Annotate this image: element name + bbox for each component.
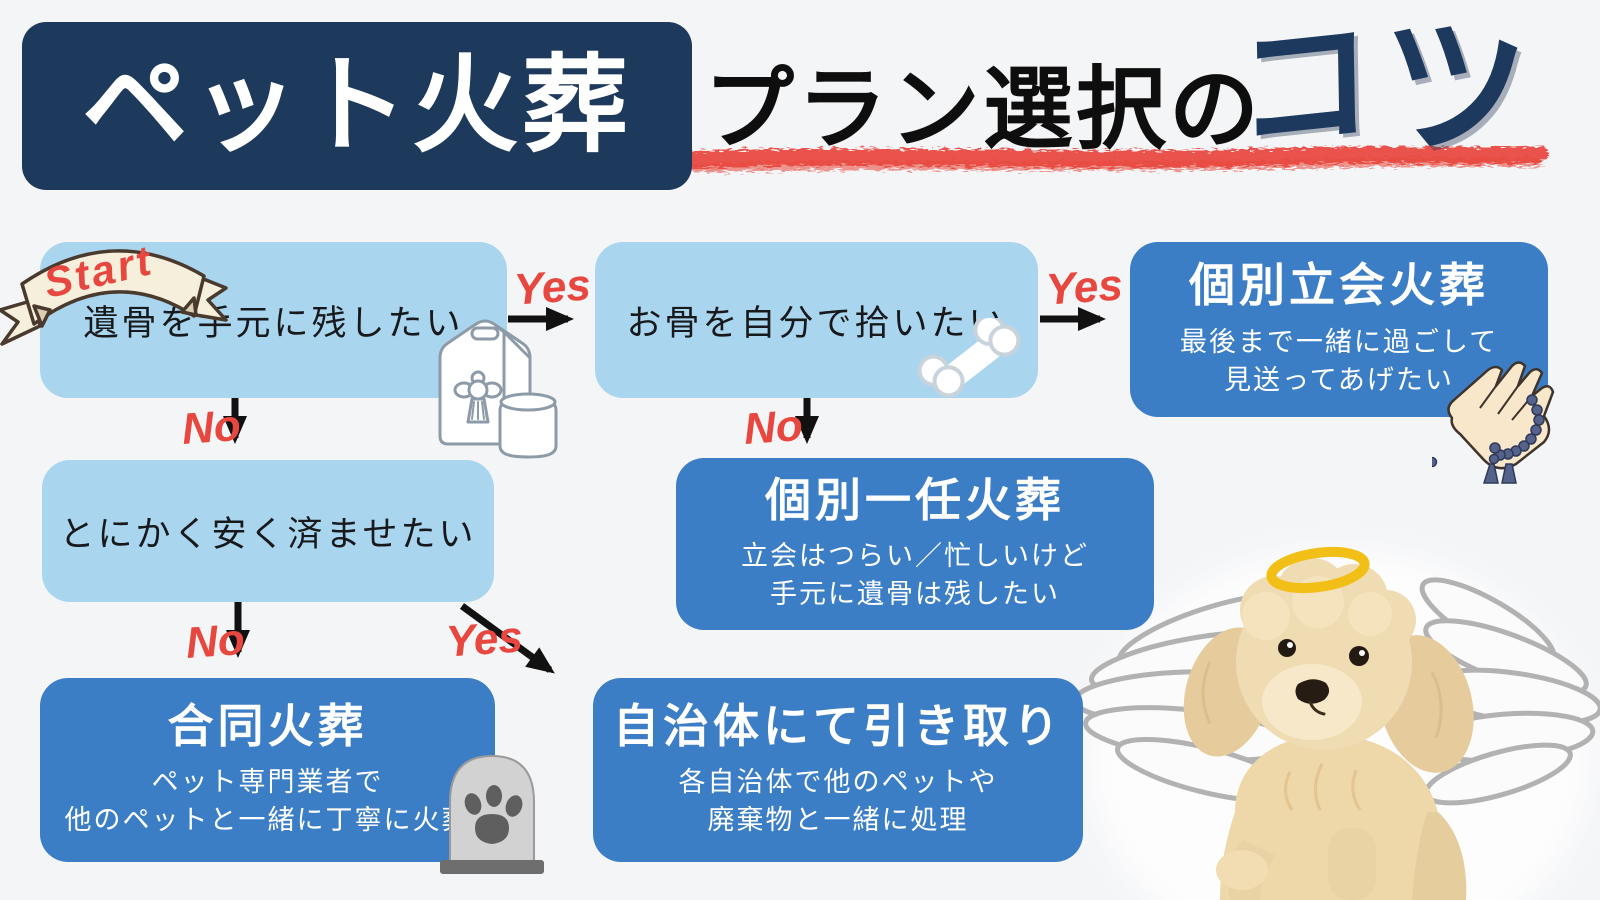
result-description: 最後まで一緒に過ごして 見送ってあげたい — [1180, 323, 1498, 399]
dog-body — [1216, 735, 1467, 900]
title-subtitle: プラン選択の — [704, 60, 1262, 160]
result-title: 自治体にて引き取り — [613, 699, 1063, 752]
edge-label-no: No — [184, 615, 247, 668]
result-description: 立会はつらい／忙しいけど 手元に遺骨は残したい — [741, 537, 1089, 613]
red-crayon-underline — [683, 145, 1549, 173]
result-box-joint-cremation: 合同火葬 ペット専門業者で 他のペットと一緒に丁寧に火葬 — [40, 678, 495, 862]
edge-label-no: No — [742, 401, 805, 454]
edge-label-yes: Yes — [444, 612, 525, 667]
result-title: 合同火葬 — [167, 699, 368, 752]
result-description: ペット専門業者で 他のペットと一緒に丁寧に火葬 — [65, 763, 471, 839]
result-desc-line: 手元に遺骨は残したい — [770, 579, 1060, 610]
halo-icon — [1266, 546, 1370, 594]
title-accent: コ ツ — [1235, 0, 1530, 187]
result-box-municipal-pickup: 自治体にて引き取り 各自治体で他のペットや 廃棄物と一緒に処理 — [593, 678, 1083, 862]
result-title: 個別立会火葬 — [1189, 259, 1489, 312]
bone-icon — [917, 318, 1021, 398]
accent-char-tsu: ツ — [1382, 0, 1530, 187]
result-box-private-entrusted-cremation: 個別一任火葬 立会はつらい／忙しいけど 手元に遺骨は残したい — [676, 458, 1154, 630]
question-box-keep-remains: 遺骨を手元に残したい — [40, 242, 507, 398]
start-ribbon-icon: Start — [0, 236, 228, 346]
edge-label-no: No — [180, 401, 243, 454]
result-desc-line: 見送ってあげたい — [1224, 364, 1454, 395]
result-desc-line: 最後まで一緒に過ごして — [1179, 326, 1499, 357]
result-desc-line: ペット専門業者で — [151, 767, 384, 798]
result-desc-line: 廃棄物と一緒に処理 — [707, 805, 969, 836]
prayer-hands-beads-icon — [1432, 361, 1555, 484]
question-text: お骨を自分で拾いたい — [626, 303, 1007, 343]
result-description: 各自治体で他のペットや 廃棄物と一緒に処理 — [679, 763, 998, 839]
urn-icon — [438, 319, 558, 459]
result-desc-line: 各自治体で他のペットや — [678, 767, 998, 798]
edge-label-yes: Yes — [1044, 260, 1125, 315]
paw-gravestone-icon — [440, 754, 544, 874]
result-desc-line: 立会はつらい／忙しいけど — [741, 541, 1089, 572]
title-main: ペット火葬 — [82, 47, 632, 165]
question-box-cheapest: とにかく安く済ませたい — [42, 460, 494, 602]
start-label: Start — [39, 236, 157, 307]
accent-char-ko: コ — [1234, 2, 1375, 172]
angel-dog-image — [1072, 546, 1600, 900]
dog-head — [1183, 558, 1474, 773]
question-text: 遺骨を手元に残したい — [83, 303, 464, 343]
result-title: 個別一任火葬 — [765, 473, 1065, 526]
result-desc-line: 他のペットと一緒に丁寧に火葬 — [64, 805, 471, 836]
title-badge: ペット火葬 — [22, 22, 692, 190]
question-text: とにかく安く済ませたい — [59, 514, 477, 554]
